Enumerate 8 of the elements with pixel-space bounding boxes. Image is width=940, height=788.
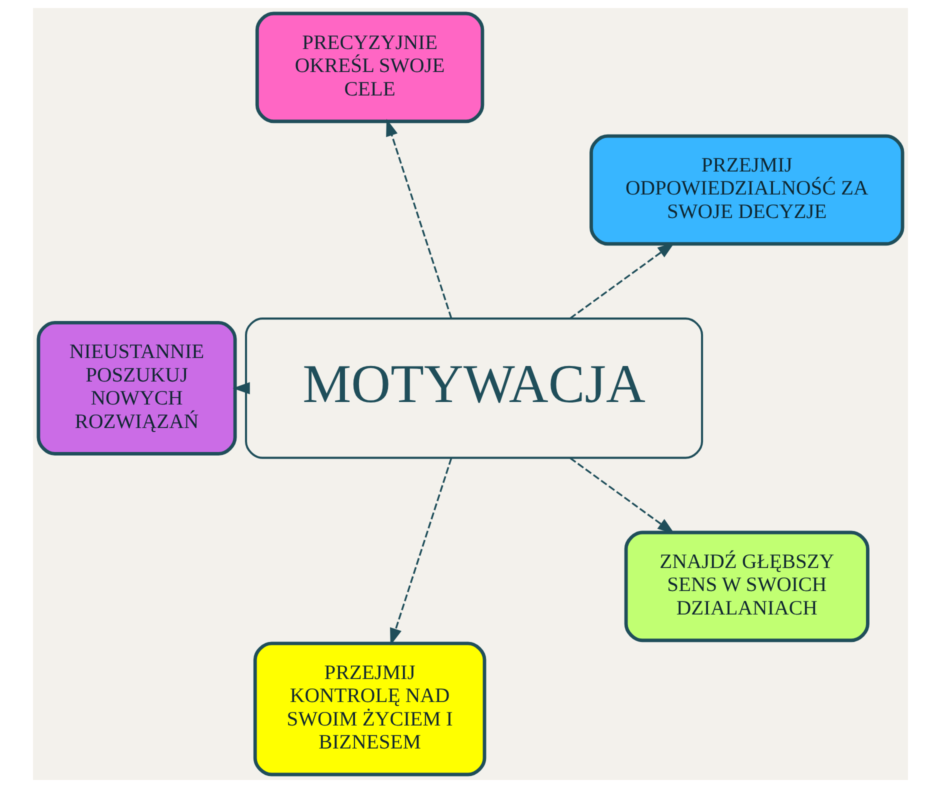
arrow bbox=[390, 458, 452, 646]
node-box: ZNAJDŹ GŁĘBSZY SENS W SWOICH DZIALANIACH bbox=[624, 530, 869, 642]
arrow bbox=[232, 382, 250, 394]
node-box: PRZEJMIJ ODPOWIEDZIALNOŚĆ ZA SWOJE DECYZJE bbox=[589, 134, 904, 246]
arrow bbox=[386, 118, 452, 318]
node-box: PRECYZYJNIE OKREŚL SWOJE CELE bbox=[254, 12, 484, 124]
node-box: PRZEJMIJ KONTROLĘ NAD SWOIM ŻYCIEM I BIZNESEM bbox=[252, 642, 486, 776]
node-box: NIEUSTANNIE POSZUKUJ NOWYCH ROZWIĄZAŃ bbox=[36, 320, 236, 456]
